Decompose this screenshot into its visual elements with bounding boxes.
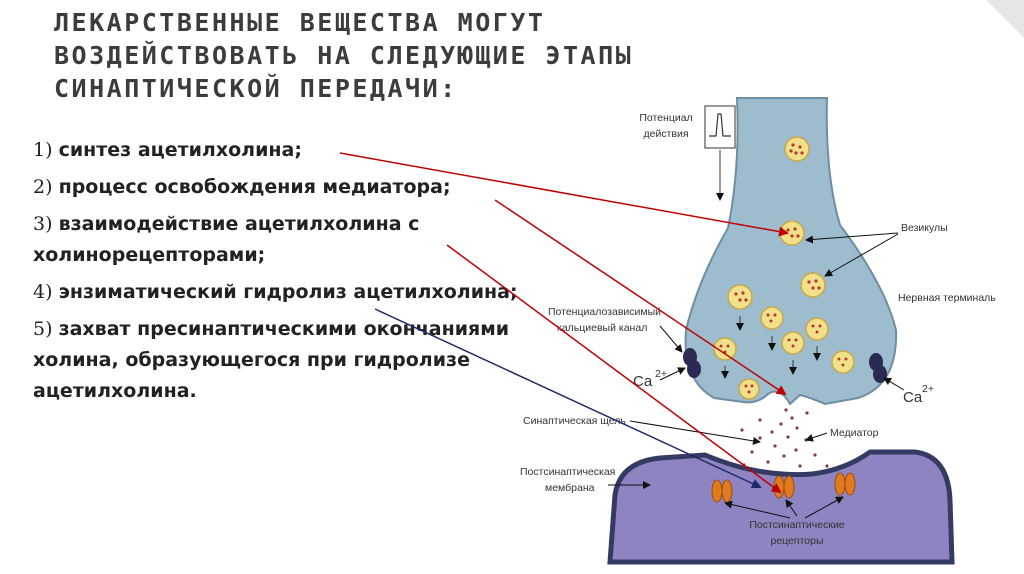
calcium-channel-pointer	[659, 325, 683, 353]
step-number: 3)	[33, 213, 53, 235]
vesicle	[784, 136, 810, 162]
vesicles-pointer-1	[805, 232, 899, 244]
label-action-potential: Потенциал	[639, 112, 692, 124]
step-2: 2) процесс освобождения медиатора;	[33, 172, 523, 203]
vesicles-pointer-2	[824, 233, 899, 277]
step-number: 1)	[33, 139, 53, 161]
mediator-molecules	[740, 408, 829, 468]
vesicle	[738, 378, 760, 400]
label-calcium-left: Ca	[633, 373, 653, 390]
label-postsynaptic-receptors-2: рецепторы	[770, 535, 823, 547]
receptors-pointer-3	[804, 496, 844, 519]
vesicles	[713, 136, 855, 400]
receptors-pointer-1	[724, 500, 791, 519]
label-calcium-channel-2: кальциевый канал	[557, 322, 647, 334]
arrow-step-1	[339, 152, 789, 237]
arrow-step-3	[446, 244, 782, 494]
page-title: Лекарственные вещества могут воздействов…	[54, 8, 634, 103]
vesicle	[805, 317, 829, 341]
receptors-pointer-2	[785, 499, 798, 517]
step-number: 4)	[33, 281, 53, 303]
label-postsynaptic-membrane-1: Постсинаптическая	[520, 466, 615, 478]
vesicle	[800, 272, 826, 298]
vesicle-movement-arrows	[721, 316, 821, 379]
step-number: 2)	[33, 176, 53, 198]
postsynaptic-cell	[607, 449, 955, 565]
label-postsynaptic-membrane-2: мембрана	[545, 482, 595, 494]
step-text: взаимодействие ацетилхолина с холинореце…	[33, 213, 420, 266]
mediator-pointer	[805, 432, 828, 442]
label-calcium-right: Ca	[903, 389, 923, 406]
corner-decoration	[986, 0, 1024, 38]
action-potential-spike-icon	[709, 113, 731, 137]
step-3: 3) взаимодействие ацетилхолина с холинор…	[33, 209, 523, 271]
label-action-potential-2: действия	[643, 128, 688, 140]
label-synaptic-cleft: Синаптическая щель	[523, 415, 626, 427]
step-text: захват пресинаптическими окончаниями хол…	[33, 318, 510, 402]
step-number: 5)	[33, 318, 53, 340]
label-postsynaptic-receptors-1: Постсинаптические	[749, 519, 844, 531]
label-calcium-channel-1: Потенциалозависимый	[548, 306, 661, 318]
step-4: 4) энзиматический гидролиз ацетилхолина;	[33, 277, 523, 308]
vesicle-contents	[719, 143, 848, 394]
steps-list: 1) синтез ацетилхолина; 2) процесс освоб…	[33, 135, 523, 413]
label-calcium-right-sup: 2+	[922, 383, 934, 395]
arrow-step-2	[494, 199, 787, 396]
vesicle	[727, 284, 753, 310]
vesicle	[760, 306, 784, 330]
step-text: процесс освобождения медиатора;	[58, 176, 451, 198]
action-potential-box	[704, 105, 736, 149]
vesicle	[831, 350, 855, 374]
calcium-channel-left	[683, 348, 701, 378]
step-1: 1) синтез ацетилхолина;	[33, 135, 523, 166]
calcium-left-pointer	[659, 367, 686, 381]
calcium-right-pointer	[883, 377, 905, 391]
arrow-step-4	[374, 308, 762, 489]
synaptic-cleft-pointer	[629, 420, 761, 445]
step-text: энзиматический гидролиз ацетилхолина;	[58, 281, 518, 303]
step-text: синтез ацетилхолина;	[58, 139, 302, 161]
vesicle	[713, 337, 737, 361]
step-5: 5) захват пресинаптическими окончаниями …	[33, 314, 523, 407]
label-vesicles: Везикулы	[901, 222, 948, 234]
vesicle	[781, 331, 805, 355]
label-mediator: Медиатор	[830, 427, 879, 439]
label-calcium-left-sup: 2+	[655, 368, 667, 380]
label-nerve-terminal: Нервная терминаль	[898, 292, 996, 304]
